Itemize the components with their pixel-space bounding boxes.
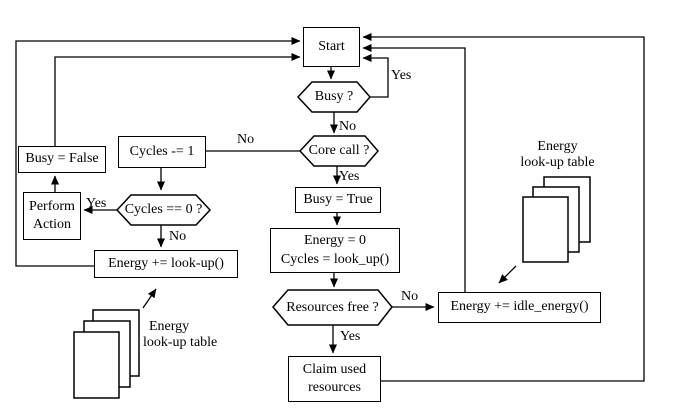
node-perform-action-line1: Perform [29, 198, 75, 214]
decision-core-call-shape [298, 135, 379, 167]
node-start-label: Start [318, 38, 345, 54]
node-start: Start [303, 27, 360, 67]
annotation-arrow-right-icon [498, 265, 517, 284]
edge-label-resources-yes: Yes [340, 329, 361, 344]
decision-core-call-label: Core call ? [308, 143, 370, 158]
annotation-lookup-table-left-line1: Energy [149, 319, 190, 334]
node-perform-action-line2: Action [32, 217, 72, 232]
lookup-table-pages-left-icon [73, 309, 140, 399]
node-busy-false-label: Busy = False [25, 151, 99, 167]
edge-label-busy-yes: Yes [391, 68, 412, 83]
edge-energylookup-to-start [15, 37, 301, 267]
node-busy-true: Busy = True [295, 187, 381, 213]
node-busy-true-label: Busy = True [303, 191, 373, 207]
edge-label-cycles-zero-yes: Yes [86, 196, 107, 211]
node-cycles-decrement-label: Cycles -= 1 [129, 143, 195, 159]
node-claim-resources-line2: resources [308, 380, 361, 395]
annotation-lookup-table-left: Energy look-up table [143, 319, 233, 351]
edge-claim-to-start [362, 33, 645, 382]
node-energy-lookup: Energy += look-up() [94, 250, 238, 278]
decision-cycles-zero-shape [115, 194, 212, 226]
node-claim-resources-line1: Claim used [302, 361, 367, 377]
edge-label-core-call-no: No [237, 132, 255, 147]
decision-busy-shape [296, 81, 371, 113]
decision-busy-label: Busy ? [314, 89, 354, 104]
annotation-lookup-table-right-line1: Energy [537, 139, 578, 154]
edge-label-cycles-zero-no: No [169, 229, 187, 244]
node-perform-action: Perform Action [23, 192, 81, 240]
annotation-lookup-table-right: Energy look-up table [505, 139, 610, 171]
node-idle-energy-label: Energy += idle_energy() [450, 299, 589, 315]
edge-label-busy-no: No [339, 119, 357, 134]
decision-resources-shape [272, 289, 393, 326]
node-energy-lookup-label: Energy += look-up() [108, 255, 224, 271]
decision-resources-free-label: Resources free ? [286, 299, 379, 315]
edge-label-resources-no: No [401, 289, 419, 304]
node-cycles-decrement: Cycles -= 1 [118, 136, 206, 168]
annotation-arrows [142, 265, 517, 309]
edge-busy-yes-to-start [362, 54, 389, 98]
node-idle-energy: Energy += idle_energy() [438, 292, 601, 323]
node-energy-init-line1: Energy = 0 [303, 233, 367, 249]
node-busy-false: Busy = False [18, 146, 106, 173]
edge-busyfalse-to-start [54, 53, 301, 146]
annotation-arrow-left-icon [142, 288, 157, 309]
node-energy-init: Energy = 0 Cycles = look_up() [270, 228, 400, 273]
annotation-lookup-table-left-line2: look-up table [143, 335, 218, 351]
decision-shapes [115, 81, 393, 326]
annotation-lookup-table-right-line2: look-up table [520, 155, 595, 171]
node-claim-resources: Claim used resources [288, 356, 381, 402]
node-energy-init-line2: Cycles = look_up() [280, 251, 390, 267]
flow-connectors [15, 33, 645, 382]
edge-idle-to-start [362, 44, 466, 292]
lookup-table-pages-right-icon [522, 176, 591, 263]
decision-cycles-zero-label: Cycles == 0 ? [124, 202, 203, 217]
edge-label-core-call-yes: Yes [339, 169, 360, 184]
